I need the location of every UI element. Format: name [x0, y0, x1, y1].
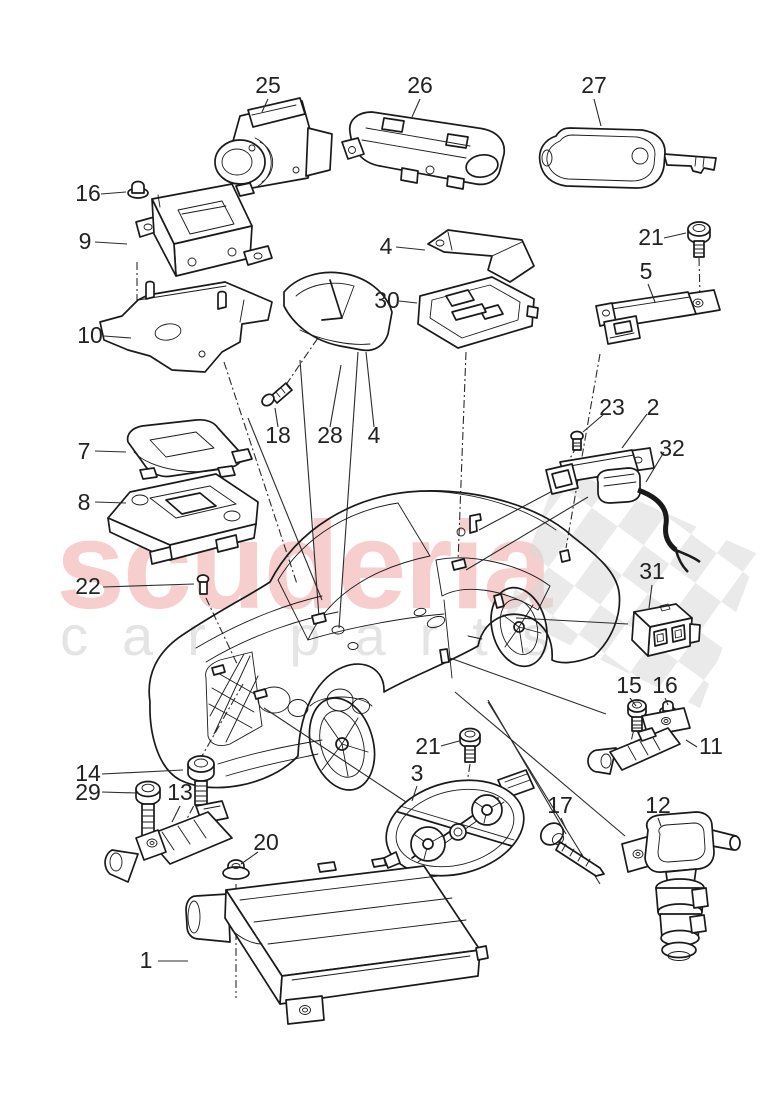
part-7-control-unit	[126, 418, 253, 480]
part-32-wiring	[596, 467, 701, 573]
callout-30[interactable]: 30	[374, 287, 400, 313]
callout-32[interactable]: 32	[659, 435, 685, 461]
callout-27[interactable]: 27	[581, 72, 607, 98]
callout-26[interactable]: 26	[407, 72, 433, 98]
callout-8[interactable]: 8	[78, 489, 91, 515]
mount-location-marks	[211, 513, 571, 700]
headlamp-outer-left	[257, 686, 291, 714]
car-outline	[148, 490, 621, 791]
callout-7[interactable]: 7	[78, 438, 91, 464]
part-15-bolt	[627, 699, 647, 732]
callout-13[interactable]: 13	[167, 779, 193, 805]
part-8-base-plate	[107, 473, 259, 565]
part-3-signal-horn	[383, 769, 535, 877]
callout-21-top[interactable]: 21	[638, 224, 664, 250]
part-5-aerial	[595, 289, 721, 345]
callout-10[interactable]: 10	[77, 322, 103, 348]
callout-3[interactable]: 3	[411, 760, 424, 786]
callout-22[interactable]: 22	[75, 573, 101, 599]
part-17-screw	[539, 822, 605, 877]
part-28-bracket	[283, 271, 393, 352]
callout-29[interactable]: 29	[75, 779, 101, 805]
rear-wheel	[490, 586, 548, 668]
callout-28[interactable]: 28	[317, 422, 343, 448]
part-1-control-unit	[185, 857, 489, 1025]
front-wheel	[308, 697, 376, 791]
part-20-nut	[222, 859, 250, 880]
part-12-sensor	[621, 811, 741, 961]
callout-4-top[interactable]: 4	[380, 233, 393, 259]
part-23-screw	[570, 430, 584, 451]
callout-21-lower[interactable]: 21	[415, 733, 441, 759]
headlamp-inner-left	[287, 699, 309, 717]
part-9-airbag-control-unit	[135, 182, 273, 277]
part-29-bolt	[135, 780, 161, 837]
callout-9[interactable]: 9	[79, 228, 92, 254]
callout-25[interactable]: 25	[255, 72, 281, 98]
part-26-aerial-amplifier	[341, 111, 506, 190]
side-window	[435, 557, 551, 611]
grille	[205, 651, 263, 747]
callout-2[interactable]: 2	[647, 394, 660, 420]
watermark-subtitle-text: car parts	[60, 604, 584, 667]
part-21-bolt-lower	[459, 727, 481, 763]
part-31-control-module	[631, 603, 701, 657]
part-4-bracket-top	[427, 229, 535, 283]
callout-5[interactable]: 5	[640, 258, 653, 284]
callout-16-lower[interactable]: 16	[652, 672, 678, 698]
part-18-screw	[261, 382, 293, 407]
callout-labels: 25 26 27 16 9 4 21 5 30 10 18 28 4 7 8 2…	[75, 72, 723, 973]
callout-20[interactable]: 20	[253, 829, 279, 855]
label-connectors	[94, 98, 698, 962]
callout-11[interactable]: 11	[699, 733, 723, 759]
part-21-bolt-top	[687, 221, 711, 258]
callout-1[interactable]: 1	[140, 947, 153, 973]
door-line	[443, 599, 453, 679]
part-2-aerial	[545, 447, 655, 495]
callout-12[interactable]: 12	[645, 792, 671, 818]
callout-15[interactable]: 15	[616, 672, 642, 698]
callout-14[interactable]: 14	[75, 760, 101, 786]
side-mirror	[426, 615, 446, 629]
callout-18[interactable]: 18	[265, 422, 291, 448]
part-30-housing	[417, 276, 539, 349]
windshield	[277, 502, 431, 641]
part-16-nut	[127, 180, 149, 199]
callout-31[interactable]: 31	[639, 558, 665, 584]
callout-4[interactable]: 4	[368, 422, 381, 448]
callout-16[interactable]: 16	[75, 180, 101, 206]
part-25-ignition-lock	[214, 97, 333, 189]
part-11-sensor	[587, 707, 691, 775]
part-22-screw	[196, 574, 210, 595]
callout-23[interactable]: 23	[599, 394, 625, 420]
part-27-remote-key	[538, 127, 717, 189]
part-13-crash-sensor	[104, 800, 233, 883]
part-10-retaining-plate	[99, 280, 273, 373]
checkered-flag-watermark	[506, 466, 758, 708]
headlamp-inner-right	[326, 688, 354, 712]
callout-17[interactable]: 17	[547, 792, 573, 818]
